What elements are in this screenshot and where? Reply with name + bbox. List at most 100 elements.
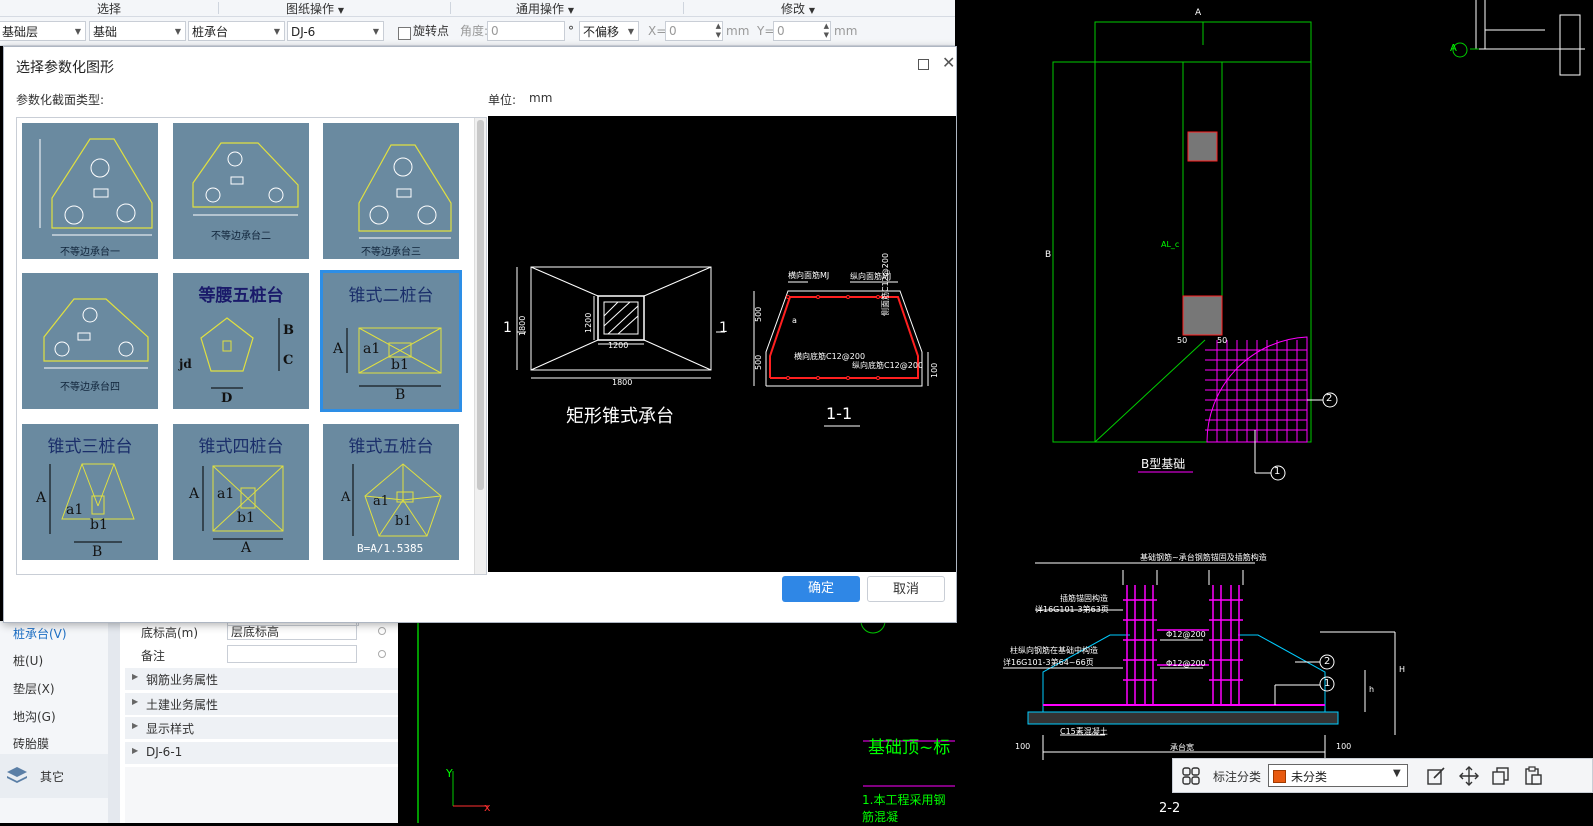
thumbnail-cone-five-pile[interactable]: 锥式五桩台 A a1 b1 B=A/1.5385 [323, 424, 459, 560]
dialog-title: 选择参数化图形 [16, 60, 114, 76]
ok-button[interactable]: 确定 [782, 576, 860, 602]
nav-item-cushion[interactable]: 垫层(X) [13, 682, 55, 696]
prop-value-input[interactable]: 层底标高 [227, 622, 357, 640]
cad-dim-label: 100 [1015, 742, 1031, 751]
thumbnail-title: 锥式五桩台 [348, 437, 434, 457]
thumbnail-title: 锥式二桩台 [348, 286, 434, 306]
y-input[interactable]: 0 ▲▼ [773, 21, 831, 41]
cad-canvas-bottom[interactable]: 基础顶~标 1.本工程采用钢筋混凝 Y x [398, 608, 955, 824]
edit-icon[interactable] [1426, 766, 1446, 786]
chevron-down-icon: ▼ [1393, 768, 1401, 779]
dim-label-a1: a1 [217, 486, 235, 502]
y-value: 0 [777, 24, 785, 38]
grid-layout-icon[interactable] [1181, 766, 1201, 786]
category-select[interactable]: 基础▼ [89, 21, 186, 41]
prop-value-input[interactable] [227, 645, 357, 663]
cad-rebar-label: Φ12@200 [1166, 659, 1206, 668]
ribbon-common-ops-label: 通用操作 [516, 2, 565, 16]
cad-dim-label: 50 [1177, 336, 1188, 345]
nav-item-brick-mold[interactable]: 砖胎膜 [13, 737, 50, 751]
group-civil[interactable]: ▶土建业务属性 [125, 693, 398, 715]
cad-dim-label: AL_c [1161, 240, 1180, 249]
preview-title: 矩形锥式承台 [566, 406, 674, 427]
dim-label: 1200 [608, 341, 629, 350]
thumbnail-caption: 不等边承台一 [60, 247, 120, 258]
axis-x-label: x [484, 801, 491, 814]
dim-label: 1200 [584, 312, 593, 333]
dim-label-a1: a1 [373, 494, 390, 509]
axis-bubble-a: A [1450, 43, 1457, 54]
cad-dim-label: H [1399, 665, 1406, 674]
nav-item-pile-cap[interactable]: 桩承台(V) [13, 627, 67, 641]
x-unit: mm [726, 24, 750, 38]
preview-drawing [516, 266, 929, 427]
paste-icon[interactable] [1523, 766, 1543, 786]
panel-splitter[interactable] [108, 621, 120, 823]
group-rebar[interactable]: ▶钢筋业务属性 [125, 668, 398, 690]
unequal-cap-3-diagram [358, 144, 452, 239]
ribbon-select[interactable]: 选择 [97, 2, 122, 16]
thumbnail-unequal-cap-2[interactable]: 不等边承台二 [173, 123, 309, 259]
dim-label-b1: b1 [90, 517, 108, 533]
shape-thumbnail-list: 不等边承台一 不等边承台二 不等边承台三 [16, 117, 487, 575]
copy-icon[interactable] [1491, 766, 1511, 786]
thumbnail-unequal-cap-1[interactable]: 不等边承台一 [22, 123, 158, 259]
chevron-down-icon: ▼ [372, 27, 379, 36]
thumbnail-unequal-cap-3[interactable]: 不等边承台三 [323, 123, 459, 259]
cad-callout-2: 2 [1326, 393, 1333, 404]
nav-item-trench[interactable]: 地沟(G) [13, 710, 56, 724]
move-icon[interactable] [1459, 766, 1479, 786]
chevron-down-icon: ▼ [174, 27, 181, 36]
dim-label: 500 [754, 354, 763, 370]
thumbnail-cone-four-pile[interactable]: 锥式四桩台 A a1 b1 A [173, 424, 309, 560]
shape-preview: 1200 1200 1800 1800 1 1 矩形锥式承台 1-1 横向面筋M… [488, 116, 956, 572]
offset-value: 不偏移 [583, 25, 620, 39]
x-input[interactable]: 0▲▼ [665, 21, 723, 41]
annotation-category-value: 未分类 [1291, 770, 1328, 784]
close-icon[interactable]: ✕ [942, 53, 956, 72]
ribbon-drawing-ops[interactable]: 图纸操作 ▼ [286, 0, 344, 17]
radio-icon[interactable] [378, 627, 386, 635]
maximize-icon[interactable] [918, 59, 929, 70]
rotate-checkbox[interactable] [398, 27, 411, 40]
spinner-icon[interactable]: ▲▼ [823, 22, 829, 39]
select-parametric-shape-dialog: 选择参数化图形 ✕ 参数化截面类型: 单位: mm 不等边承台一 [3, 46, 957, 623]
section-mark: 1 [719, 320, 728, 336]
nav-group-others[interactable]: 其它 [0, 754, 108, 798]
cancel-button[interactable]: 取消 [867, 576, 945, 602]
offset-select[interactable]: 不偏移▼ [579, 21, 639, 41]
thumbnail-isosceles-five-pile[interactable]: 等腰五桩台 B C D jd [173, 273, 309, 409]
thumbnail-cone-two-pile[interactable]: 锥式二桩台 A a1 b1 B [320, 270, 462, 412]
property-panel: 底标高(m) 层底标高 备注 ▶钢筋业务属性 ▶土建业务属性 ▶显示样式 ▶DJ… [120, 621, 398, 823]
group-dj61[interactable]: ▶ DJ-6-1 [125, 742, 398, 764]
angle-input[interactable]: 0 [487, 21, 565, 41]
annotation-category-label: 标注分类 [1213, 770, 1262, 784]
thumbnail-unequal-cap-4[interactable]: 不等边承台四 [22, 273, 158, 409]
unequal-cap-2-diagram [192, 142, 299, 216]
nav-item-pile[interactable]: 桩(U) [13, 654, 44, 668]
layer-select[interactable]: 基础层▼ [0, 21, 86, 41]
thumbnail-caption: 不等边承台二 [211, 231, 271, 242]
thumbnail-title: 锥式四桩台 [198, 437, 284, 457]
unit-label: 单位: [488, 93, 517, 107]
chevron-right-icon: ▶ [132, 746, 139, 755]
cad-note: 详16G101-3第64~66页 [1003, 658, 1094, 667]
ribbon-common-ops[interactable]: 通用操作 ▼ [516, 0, 574, 17]
group-display[interactable]: ▶显示样式 [125, 717, 398, 739]
thumbnail-cone-three-pile[interactable]: 锥式三桩台 A a1 b1 B [22, 424, 158, 560]
cone-three-pile-diagram [49, 463, 135, 543]
group-label: DJ-6-1 [146, 745, 183, 759]
prop-row-remark: 备注 [125, 644, 398, 666]
y-unit: mm [834, 24, 858, 38]
annotation-category-select[interactable]: 未分类 ▼ [1268, 764, 1408, 787]
dim-label-b: B [92, 544, 103, 560]
radio-icon[interactable] [378, 650, 386, 658]
spinner-icon[interactable]: ▲▼ [715, 22, 721, 39]
thumbnail-scrollbar[interactable] [474, 118, 486, 574]
scrollbar-thumb[interactable] [477, 120, 484, 490]
type-select[interactable]: 桩承台▼ [188, 21, 285, 41]
cad-canvas-right[interactable]: A B AL_c 50 50 A 2 1 B型基础 基础钢筋~承台钢筋锚固及插筋… [955, 0, 1593, 823]
ribbon-modify[interactable]: 修改 ▼ [781, 0, 815, 17]
name-select[interactable]: DJ-6▼ [287, 21, 384, 41]
dim-label-a: A [333, 341, 344, 357]
